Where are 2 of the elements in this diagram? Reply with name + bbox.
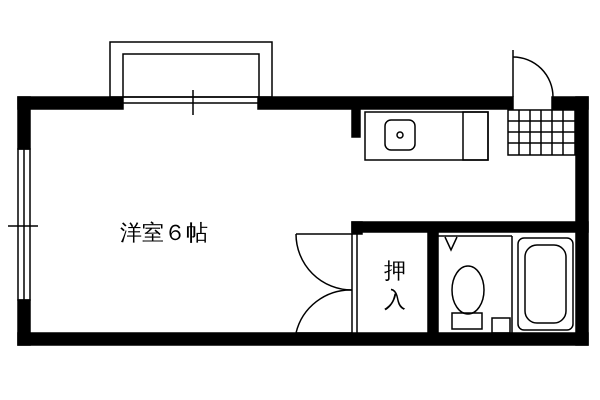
room-label: 押入 <box>384 258 408 316</box>
room-label: 洋室６帖 <box>120 222 208 246</box>
